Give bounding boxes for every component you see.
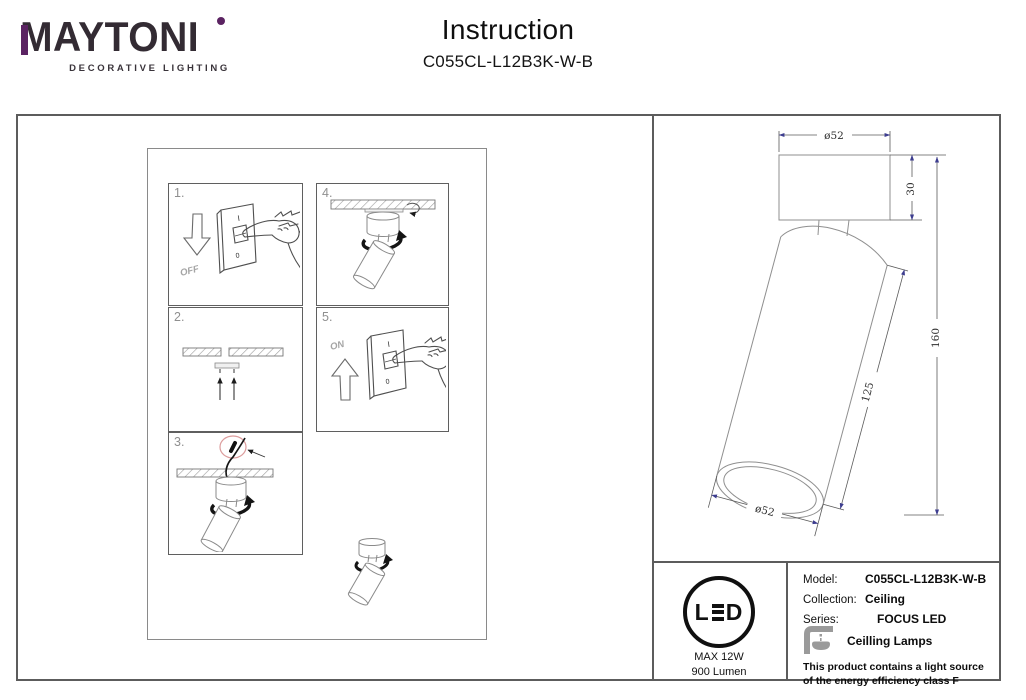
step-number: 5. — [322, 310, 333, 324]
maytoni-logo: MAYTONI DECORATIVE LIGHTING — [20, 16, 244, 78]
led-spec-cell: L D MAX 12W 900 Lumen — [652, 563, 786, 681]
body-top — [780, 225, 888, 266]
step-3-wire-connect-illustration — [176, 435, 274, 552]
led-logo: L D — [683, 576, 755, 648]
lamp-body — [352, 240, 396, 290]
dim-canopy-diameter: ø52 — [824, 130, 844, 142]
max-power: MAX 12W — [694, 651, 744, 663]
collection-label: Collection: — [803, 594, 857, 606]
series-type-row: Ceilling Lamps — [803, 626, 991, 656]
led-letter-d: D — [725, 598, 744, 625]
canopy — [778, 154, 891, 221]
lamp-type-value: Ceilling Lamps — [847, 634, 933, 648]
step-number: 4. — [322, 186, 333, 200]
step-5-switch-on-illustration: ON — [329, 329, 446, 403]
installation-steps-box: 1. OFF 4. — [147, 148, 487, 640]
step-number: 3. — [174, 435, 185, 449]
rotate-arrow-icon — [406, 202, 420, 218]
model-value: C055CL-L12B3K-W-B — [865, 572, 987, 586]
dimension-labels: ø52 30 160 125 ø52 — [745, 129, 945, 520]
series-value: FOCUS LED — [877, 612, 947, 626]
ceiling-right — [228, 347, 284, 357]
lamp-canopy — [215, 476, 247, 508]
sheet-frame: 1. OFF 4. — [16, 114, 1001, 687]
vertical-divider — [652, 116, 654, 679]
model-label: Model: — [803, 574, 838, 586]
mounting-plate — [214, 362, 240, 369]
page-title: Instruction — [441, 14, 575, 45]
arrow-down-icon — [182, 213, 212, 256]
series-row: Series: FOCUS LED — [803, 612, 991, 626]
ceiling-left — [182, 347, 222, 357]
step-3-panel: 3. — [168, 432, 303, 555]
wire — [225, 437, 246, 482]
model-number: C055CL-L12B3K-W-B — [422, 52, 594, 71]
lamp-body — [200, 505, 241, 552]
step-4-panel: 4. — [316, 183, 449, 306]
collection-row: Collection: Ceiling — [803, 592, 991, 606]
dim-body-length: 125 — [860, 381, 877, 403]
lamp-body — [347, 562, 386, 606]
step-1-panel: 1. OFF — [168, 183, 303, 306]
lamp-outline — [715, 154, 891, 519]
wire-connector — [229, 441, 237, 453]
pointer-arrow-icon — [247, 449, 266, 458]
brand-tagline: DECORATIVE LIGHTING — [69, 63, 230, 74]
step-1-switch-off-illustration: OFF — [179, 203, 300, 279]
step-2-fix-plate-illustration — [182, 347, 284, 400]
ceiling — [176, 468, 274, 478]
led-letter-l: L — [694, 598, 710, 625]
model-info-cell: Model: C055CL-L12B3K-W-B Collection: Cei… — [786, 563, 999, 687]
step-number: 2. — [174, 310, 185, 324]
arrow-up-icon — [330, 358, 360, 401]
body-left-edge — [716, 236, 782, 476]
title-block: Instruction C055CL-L12B3K-W-B — [313, 14, 703, 72]
logo-purple-bar — [21, 25, 28, 55]
technical-drawing: ø52 30 160 125 ø52 — [707, 129, 946, 537]
model-row: Model: C055CL-L12B3K-W-B — [803, 572, 991, 586]
step-number: 1. — [174, 186, 185, 200]
step-2-panel: 2. — [168, 307, 303, 432]
luminous-flux: 900 Lumen — [691, 666, 747, 678]
svg-defs: I 0 — [0, 0, 1, 1]
on-label: ON — [329, 339, 347, 353]
energy-efficiency-note: This product contains a light source of … — [803, 661, 984, 687]
stems — [817, 219, 850, 237]
lamp-canopy — [366, 211, 400, 243]
logo-purple-dot — [217, 17, 225, 25]
led-e-bars — [711, 603, 724, 621]
dim-total-height: 160 — [930, 328, 942, 348]
dim-body-diameter: ø52 — [754, 503, 776, 520]
off-label: OFF — [179, 264, 200, 279]
lamp-thumbnail — [347, 538, 393, 606]
light-switch — [216, 203, 257, 274]
collection-value: Ceiling — [865, 592, 906, 606]
product-info-table: L D MAX 12W 900 Lumen Model: C055CL-L12B… — [652, 561, 999, 687]
ceiling-lamp-icon — [804, 626, 833, 654]
dim-canopy-height: 30 — [905, 182, 917, 195]
series-label: Series: — [803, 614, 839, 626]
step-4-mount-lamp-illustration — [330, 199, 436, 290]
dimension-lines — [707, 131, 946, 537]
light-switch — [366, 329, 407, 400]
brand-name: MAYTONI — [20, 13, 200, 60]
step-5-panel: 5. ON — [316, 307, 449, 432]
